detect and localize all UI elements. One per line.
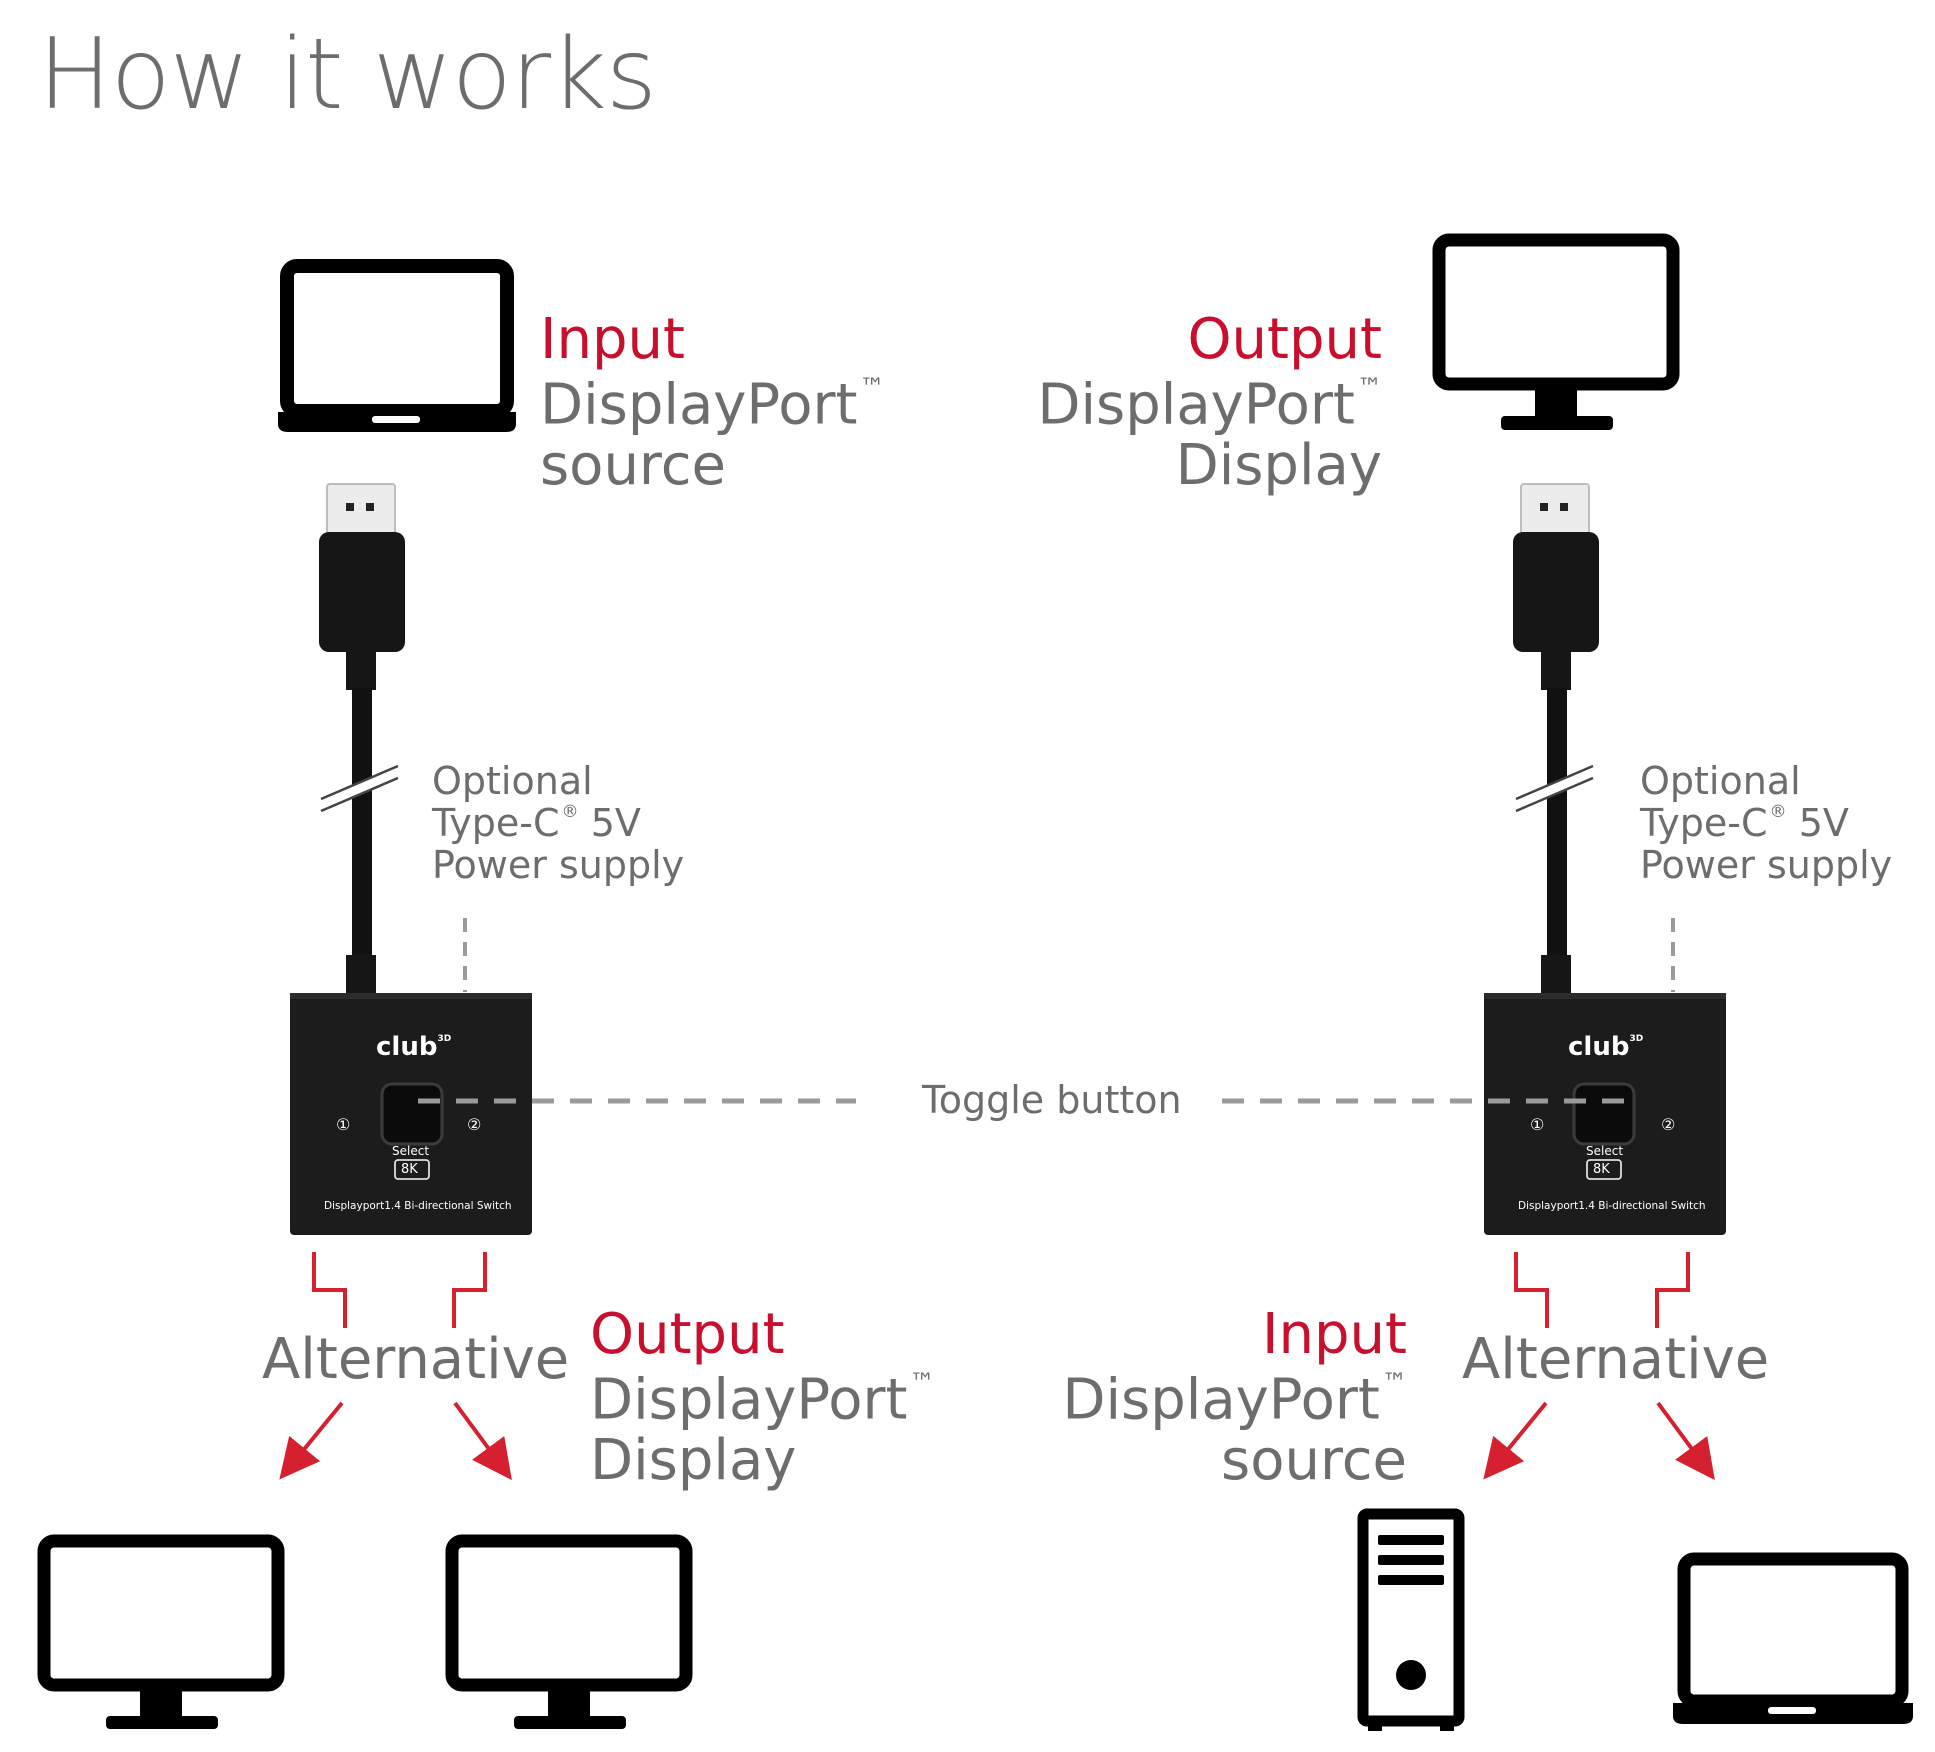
desktop-tower-icon bbox=[1357, 1508, 1465, 1731]
right-bottom-role: Input bbox=[1261, 1302, 1407, 1367]
switch-brand-logo: club3D bbox=[1568, 1032, 1644, 1062]
right-alternative-label: Alternative bbox=[1462, 1327, 1770, 1392]
displayport-plug-icon bbox=[319, 483, 405, 1005]
switch-port1-label: ① bbox=[1530, 1115, 1545, 1134]
left-top-line1: DisplayPort™ bbox=[540, 372, 885, 438]
switch-8k-badge: 8K bbox=[1593, 1162, 1610, 1177]
left-bottom-role: Output bbox=[590, 1302, 785, 1367]
monitor-icon bbox=[445, 1534, 693, 1729]
page-title: How it works bbox=[38, 18, 657, 132]
laptop-icon bbox=[278, 259, 516, 432]
switch-port1-label: ① bbox=[336, 1115, 351, 1134]
switch-device-icon bbox=[290, 993, 532, 1235]
toggle-button-label: Toggle button bbox=[922, 1078, 1182, 1122]
left-optional-line3: Power supply bbox=[432, 843, 685, 887]
right-top-line2: Display bbox=[1175, 433, 1382, 498]
left-optional-line1: Optional bbox=[432, 759, 593, 803]
right-optional-line2: Type-C® 5V bbox=[1640, 801, 1849, 845]
switch-8k-badge: 8K bbox=[401, 1162, 418, 1177]
switch-device-icon bbox=[1484, 993, 1726, 1235]
switch-port2-label: ② bbox=[467, 1115, 482, 1134]
switch-brand-logo: club3D bbox=[376, 1032, 452, 1062]
switch-model-label: Displayport1.4 Bi-directional Switch bbox=[324, 1200, 512, 1212]
left-bottom-line1: DisplayPort™ bbox=[590, 1367, 935, 1433]
switch-model-label: Displayport1.4 Bi-directional Switch bbox=[1518, 1200, 1706, 1212]
right-optional-line3: Power supply bbox=[1640, 843, 1893, 887]
switch-select-label: Select bbox=[1586, 1144, 1624, 1158]
right-bottom-line1: DisplayPort™ bbox=[1062, 1367, 1407, 1433]
monitor-icon bbox=[1432, 233, 1680, 430]
left-optional-line2: Type-C® 5V bbox=[432, 801, 641, 845]
monitor-icon bbox=[37, 1534, 285, 1729]
displayport-plug-icon bbox=[1513, 483, 1599, 1005]
right-optional-line1: Optional bbox=[1640, 759, 1801, 803]
left-top-line2: source bbox=[540, 433, 726, 498]
left-alternative-label: Alternative bbox=[262, 1327, 570, 1392]
right-bottom-line2: source bbox=[1221, 1428, 1407, 1493]
right-top-role: Output bbox=[1187, 307, 1382, 372]
right-top-line1: DisplayPort™ bbox=[1037, 372, 1382, 438]
laptop-icon bbox=[1673, 1552, 1913, 1724]
switch-select-label: Select bbox=[392, 1144, 430, 1158]
left-bottom-line2: Display bbox=[590, 1428, 797, 1493]
left-top-role: Input bbox=[540, 307, 686, 372]
switch-port2-label: ② bbox=[1661, 1115, 1676, 1134]
